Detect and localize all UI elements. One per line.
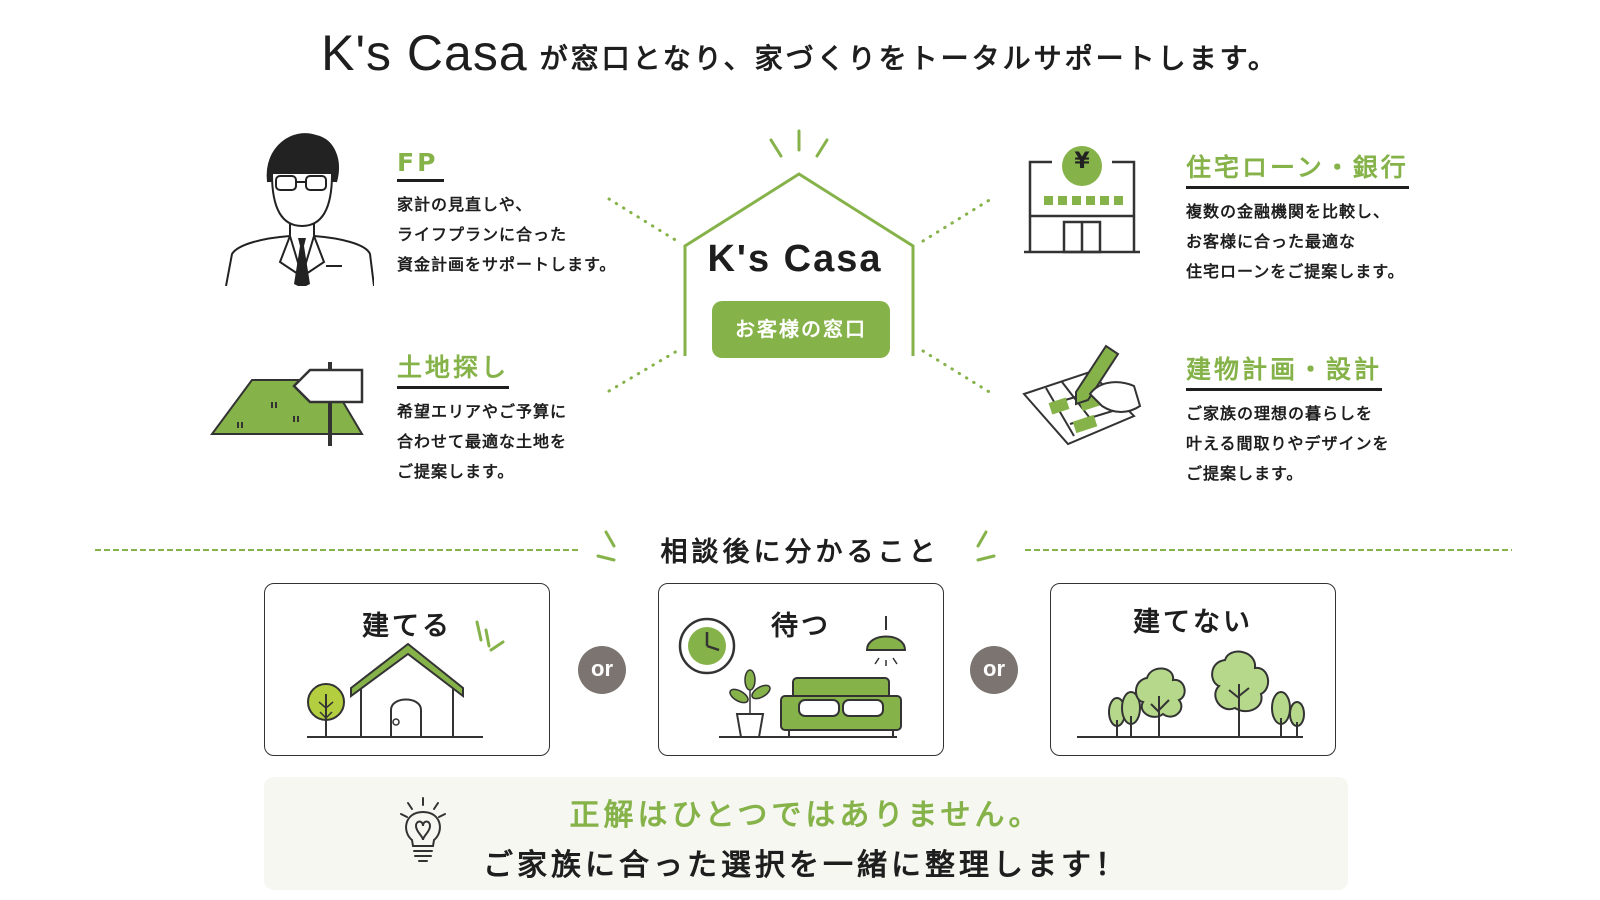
service-land: 土地探し 希望エリアやご予算に 合わせて最適な土地を ご提案します。 xyxy=(397,348,567,487)
center-brand: K's Casa xyxy=(707,238,883,280)
service-land-description: 希望エリアやご予算に 合わせて最適な土地を ご提案します。 xyxy=(397,397,567,487)
service-land-line: 希望エリアやご予算に xyxy=(397,402,568,421)
service-design-line: ご家族の理想の暮らしを xyxy=(1186,404,1374,423)
plant-icon xyxy=(729,669,771,738)
house-icon xyxy=(307,620,505,738)
service-loan-title: 住宅ローン・銀行 xyxy=(1186,148,1409,189)
service-fp-line: 資金計画をサポートします。 xyxy=(397,255,617,274)
section-sparkle-icon xyxy=(596,530,996,562)
option-label: 待つ xyxy=(771,611,831,642)
service-design-description: ご家族の理想の暮らしを 叶える間取りやデザインを ご提案します。 xyxy=(1186,399,1390,489)
service-loan-line: お客様に合った最適な xyxy=(1186,232,1357,251)
center-badge: お客様の窓口 xyxy=(712,301,890,358)
service-design-line: ご提案します。 xyxy=(1186,464,1304,483)
house-outline xyxy=(683,172,915,356)
trees-icon xyxy=(1077,650,1305,738)
option-card-wait: 待つ xyxy=(658,583,944,756)
option-card-build: 建てる xyxy=(264,583,550,756)
service-land-title: 土地探し xyxy=(397,348,510,389)
or-separator: or xyxy=(970,646,1018,694)
service-fp-title: FP xyxy=(397,148,444,182)
service-land-line: ご提案します。 xyxy=(397,462,515,481)
waiting-room-icon xyxy=(678,616,907,738)
service-loan-line: 住宅ローンをご提案します。 xyxy=(1186,262,1405,281)
lamp-icon xyxy=(865,616,907,666)
connector-lines xyxy=(607,197,993,395)
service-fp: FP 家計の見直しや、 ライフプランに合った 資金計画をサポートします。 xyxy=(397,148,616,280)
yen-sign-icon: ¥ xyxy=(1074,149,1090,174)
plan-drawing-icon xyxy=(1022,344,1142,446)
option-label: 建てる xyxy=(362,611,452,642)
clock-icon xyxy=(678,617,736,675)
service-design-title: 建物計画・設計 xyxy=(1186,350,1383,391)
land-sign-icon xyxy=(210,362,364,446)
lightbulb-icon xyxy=(400,797,446,862)
service-design-line: 叶える間取りやデザインを xyxy=(1186,434,1390,453)
option-card-not-build: 建てない xyxy=(1050,583,1336,756)
service-fp-line: ライフプランに合った xyxy=(397,225,568,244)
service-loan-line: 複数の金融機関を比較し、 xyxy=(1186,202,1391,221)
bank-icon xyxy=(1024,146,1140,254)
headline-brand: K's Casa xyxy=(321,25,528,81)
message-line-1: 正解はひとつではありません。 xyxy=(569,798,1043,833)
service-loan-description: 複数の金融機関を比較し、 お客様に合った最適な 住宅ローンをご提案します。 xyxy=(1186,197,1409,287)
service-land-line: 合わせて最適な土地を xyxy=(397,432,568,451)
headline-text: が窓口となり、家づくりをトータルサポートします。 xyxy=(539,42,1279,75)
sparkle-icon xyxy=(769,129,829,158)
service-fp-line: 家計の見直しや、 xyxy=(397,195,533,214)
service-loan: 住宅ローン・銀行 複数の金融機関を比較し、 お客様に合った最適な 住宅ローンをご… xyxy=(1186,148,1409,287)
message-line-2: ご家族に合った選択を一緒に整理します！ xyxy=(483,848,1129,883)
section-title: 相談後に分かること xyxy=(660,537,940,568)
service-fp-description: 家計の見直しや、 ライフプランに合った 資金計画をサポートします。 xyxy=(397,190,616,280)
or-separator: or xyxy=(578,646,626,694)
option-label: 建てない xyxy=(1133,607,1253,638)
sofa-icon xyxy=(780,677,902,737)
service-design: 建物計画・設計 ご家族の理想の暮らしを 叶える間取りやデザインを ご提案します。 xyxy=(1186,350,1390,489)
person-icon xyxy=(225,133,374,286)
message-box xyxy=(264,777,1348,890)
page-headline: K's Casa が窓口となり、家づくりをトータルサポートします。 xyxy=(0,24,1600,82)
